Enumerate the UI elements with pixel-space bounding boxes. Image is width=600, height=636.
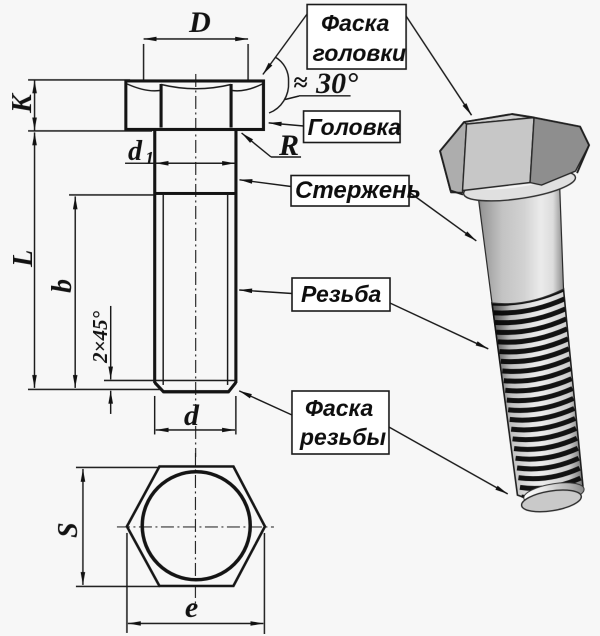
- svg-text:d: d: [184, 399, 200, 432]
- svg-text:1: 1: [145, 148, 154, 168]
- svg-text:b: b: [47, 279, 78, 293]
- svg-text:e: e: [185, 591, 198, 624]
- svg-text:головки: головки: [313, 40, 406, 66]
- svg-text:≈: ≈: [293, 68, 308, 97]
- svg-text:Резьба: Резьба: [301, 281, 381, 307]
- svg-text:K: K: [7, 92, 38, 114]
- svg-text:Головка: Головка: [308, 114, 402, 140]
- svg-text:D: D: [188, 6, 211, 39]
- svg-text:резьбы: резьбы: [299, 424, 386, 450]
- svg-text:d: d: [128, 136, 143, 167]
- svg-text:2×45°: 2×45°: [88, 310, 112, 363]
- svg-text:R: R: [278, 129, 299, 162]
- svg-text:Стержень: Стержень: [295, 177, 421, 204]
- svg-text:30°: 30°: [315, 67, 358, 100]
- svg-text:Фаска: Фаска: [305, 395, 373, 421]
- svg-text:Фаска: Фаска: [321, 10, 389, 36]
- svg-text:L: L: [8, 250, 39, 268]
- svg-text:S: S: [53, 522, 84, 538]
